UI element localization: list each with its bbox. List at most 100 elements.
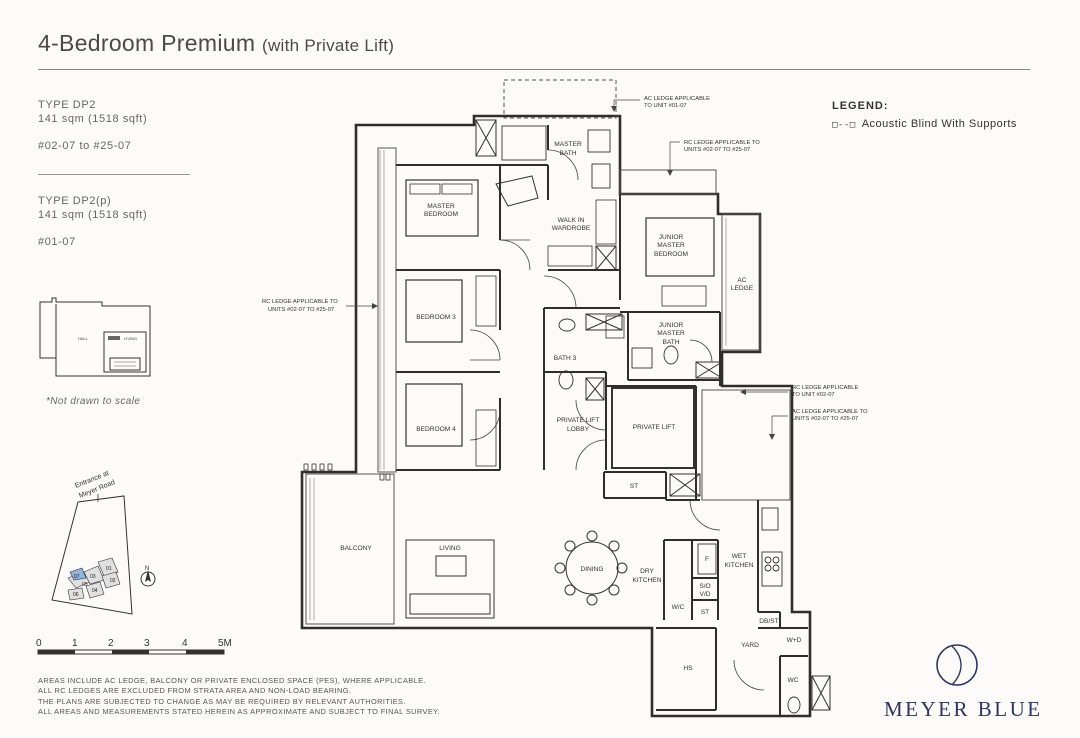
note-rc-right2-1: AC LEDGE APPLICABLE TO	[792, 409, 868, 415]
label-walkin-1: WALK IN	[558, 217, 585, 224]
not-to-scale-note: *Not drawn to scale	[46, 396, 141, 407]
note-rc-right2-2: UNITS #02-07 TO #25-07	[792, 416, 858, 422]
label-jmbath-1: JUNIOR	[659, 322, 684, 329]
svg-text:LIVING: LIVING	[124, 336, 137, 341]
label-jmbath-3: BATH	[662, 339, 679, 346]
note-rc-right1-1: RC LEDGE APPLICABLE	[792, 385, 859, 391]
label-db-st: DB/ST	[759, 618, 778, 625]
label-jmb-3: BEDROOM	[654, 251, 688, 258]
legend-acoustic-blind: □--□ Acoustic Blind With Supports	[832, 118, 1017, 130]
page-title: 4-Bedroom Premium (with Private Lift)	[38, 30, 394, 57]
scale-tick-0: 0	[36, 638, 42, 649]
label-jmb-2: MASTER	[657, 242, 685, 249]
doors	[469, 149, 765, 691]
outer-walls	[300, 114, 812, 718]
footnotes: AREAS INCLUDE AC LEDGE, BALCONY OR PRIVA…	[38, 676, 440, 717]
site-label-06: 06	[73, 592, 79, 598]
site-buildings	[67, 557, 121, 601]
brand-name: MEYER BLUE	[884, 697, 1043, 721]
label-walkin-2: WARDROBE	[552, 225, 591, 232]
wardrobes	[475, 199, 707, 467]
ledges	[305, 147, 791, 625]
furniture	[405, 175, 628, 619]
label-st-2: ST	[701, 609, 709, 616]
scale-bar: 0 1 2 3 4 5M	[36, 638, 232, 655]
interior-walls	[396, 125, 808, 716]
site-label-02: 02	[110, 578, 116, 584]
label-bedroom-4: BEDROOM 4	[416, 426, 456, 433]
label-master-bath-2: BATH	[559, 150, 576, 157]
site-label-01: 01	[106, 566, 112, 572]
unit-area-a: 141 sqm (1518 sqft)	[38, 113, 148, 125]
label-dry-kitchen-2: KITCHEN	[633, 577, 662, 584]
legend-title: LEGEND:	[832, 100, 889, 112]
scale-tick-2: 2	[108, 638, 114, 649]
note-rc-right1-2: TO UNIT #02-07	[792, 392, 835, 398]
label-bath-3: BATH 3	[554, 355, 577, 362]
label-balcony: BALCONY	[340, 545, 372, 552]
note-rc-top-2: UNITS #02-07 TO #25-07	[684, 147, 750, 153]
acoustic-blind-markers	[303, 463, 391, 481]
legend-item-label: Acoustic Blind With Supports	[861, 118, 1017, 130]
unit-type-a: TYPE DP2	[38, 99, 96, 111]
footnote-2: ALL RC LEDGES ARE EXCLUDED FROM STRATA A…	[38, 686, 352, 696]
label-wet-kitchen-2: KITCHEN	[725, 562, 754, 569]
svg-text:HALL: HALL	[78, 336, 89, 341]
unit-type-b: TYPE DP2(p)	[38, 195, 112, 207]
label-master-bath-1: MASTER	[554, 141, 582, 148]
info-divider	[38, 174, 190, 175]
label-so-vd-2: V/D	[700, 591, 711, 598]
label-fridge: F	[705, 556, 709, 563]
mini-key-plan: HALL LIVING	[39, 297, 151, 377]
label-dining: DINING	[580, 566, 603, 573]
label-living: LIVING	[439, 545, 461, 552]
site-plan: Entrance at Meyer Road 07 03 01 02 04 05…	[51, 470, 156, 615]
label-wd: W+D	[787, 637, 802, 644]
scale-tick-5: 5M	[218, 638, 232, 649]
annotations: AC LEDGE APPLICABLE TO UNIT #01-07 RC LE…	[262, 96, 868, 422]
sanitary-fixtures	[501, 125, 801, 714]
label-wc-2: WC	[788, 677, 799, 684]
footnote-3: THE PLANS ARE SUBJECTED TO CHANGE AS MAY…	[38, 696, 406, 706]
site-label-04: 04	[92, 588, 98, 594]
site-label-03: 03	[90, 574, 96, 580]
site-label-05: 05	[82, 582, 88, 588]
acoustic-blind-icon: □--□	[832, 120, 856, 130]
site-boundary	[51, 495, 133, 615]
note-rc-left-1: RC LEDGE APPLICABLE TO	[262, 299, 338, 305]
scale-tick-4: 4	[182, 638, 188, 649]
brand-logo-icon	[936, 644, 978, 686]
label-bedroom-3: BEDROOM 3	[416, 314, 456, 321]
beds	[405, 179, 715, 447]
label-so-vd-1: S/O	[699, 583, 710, 590]
compass-icon: N	[140, 566, 156, 587]
scale-tick-3: 3	[144, 638, 150, 649]
footnote-4: ALL AREAS AND MEASUREMENTS STATED HEREIN…	[38, 706, 440, 716]
label-ac-ledge-1: AC	[737, 277, 746, 284]
unit-area-b: 141 sqm (1518 sqft)	[38, 209, 148, 221]
label-wet-kitchen-1: WET	[732, 553, 747, 560]
label-private-lift: PRIVATE LIFT	[633, 424, 676, 431]
annotation-arrowheads	[372, 106, 775, 440]
label-jmb-1: JUNIOR	[659, 234, 684, 241]
title-subtitle: (with Private Lift)	[261, 36, 395, 55]
shafts	[475, 119, 831, 711]
title-main: 4-Bedroom Premium	[38, 30, 256, 56]
room-labels: MASTER BEDROOM MASTER BATH WALK IN WARDR…	[340, 141, 801, 684]
label-master-bedroom-2: BEDROOM	[424, 211, 458, 218]
label-jmbath-2: MASTER	[657, 330, 685, 337]
label-pll-2: LOBBY	[567, 426, 590, 433]
note-ac-ledge-unit-1: AC LEDGE APPLICABLE	[644, 96, 710, 102]
unit-numbers-b: #01-07	[38, 236, 76, 248]
site-label-07: 07	[74, 574, 80, 580]
label-st-1: ST	[630, 483, 638, 490]
ac-ledge-unit01	[503, 79, 617, 119]
label-pll-1: PRIVATE LIFT	[557, 417, 600, 424]
label-wc-1: W/C	[672, 604, 685, 611]
label-master-bedroom-1: MASTER	[427, 203, 455, 210]
note-rc-left-2: UNITS #02-07 TO #25-07	[268, 307, 334, 313]
label-ac-ledge-2: LEDGE	[731, 285, 754, 292]
header-divider	[38, 69, 1030, 70]
compass-north-label: N	[145, 566, 149, 572]
